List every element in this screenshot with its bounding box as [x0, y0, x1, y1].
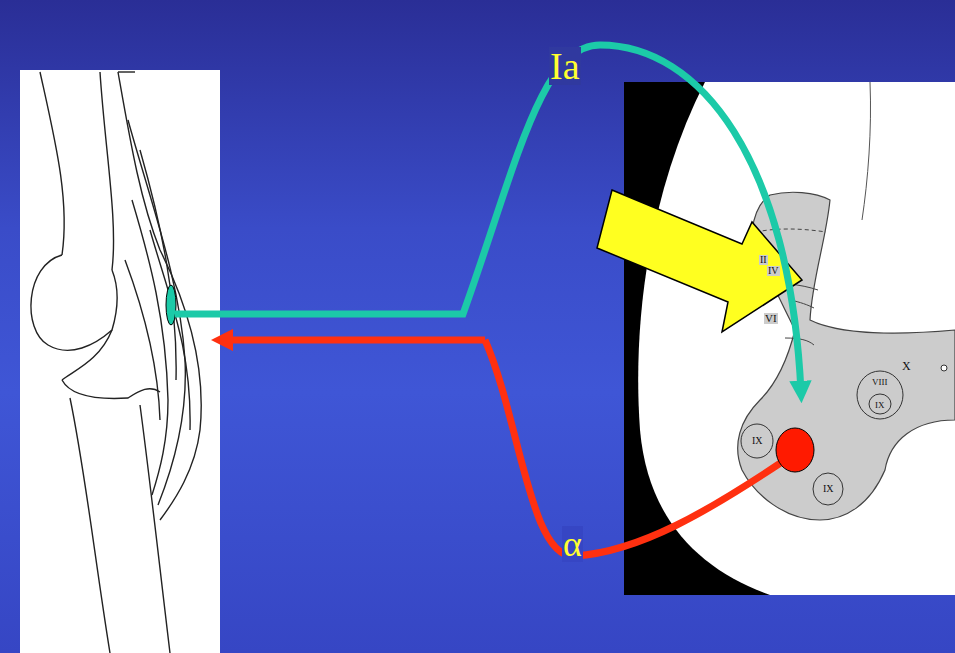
alpha-efferent — [485, 340, 785, 556]
lamina-label: X — [901, 360, 912, 372]
muscle-spindle — [166, 285, 176, 325]
fiber-label: α — [562, 526, 583, 562]
alpha-efferent — [222, 337, 485, 344]
lamina-label: IX — [822, 484, 835, 494]
fiber-label: Ia — [549, 47, 581, 85]
lamina-label: IX — [751, 436, 764, 446]
lamina-label: II — [759, 255, 768, 265]
lamina-label: VIII — [871, 378, 889, 387]
spinal-cord-section — [624, 82, 955, 595]
motor-neuron — [776, 428, 814, 472]
knee-drawing — [20, 70, 220, 653]
lamina-label: IV — [767, 266, 780, 276]
lamina-label: IX — [874, 401, 886, 410]
lamina-label: VI — [764, 313, 778, 324]
